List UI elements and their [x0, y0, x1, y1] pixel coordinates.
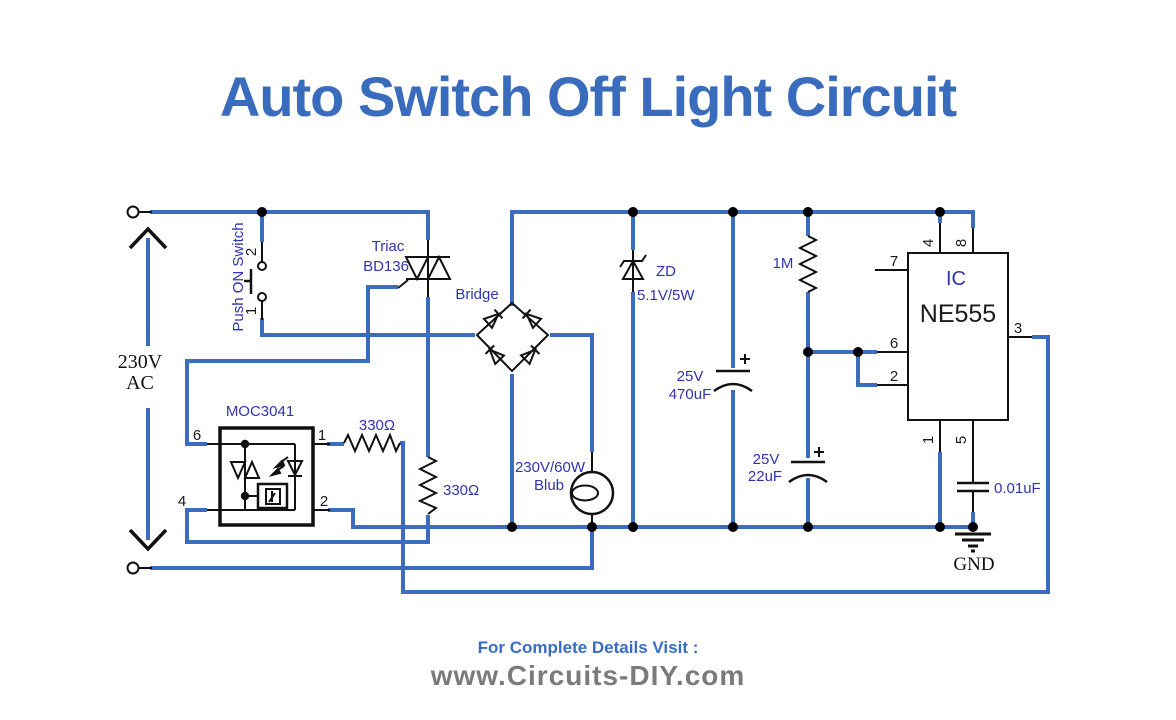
ground-symbol — [955, 532, 991, 553]
cap-c1-voltage-label: 25V — [677, 368, 704, 385]
source-type-label: AC — [126, 372, 154, 394]
triac-part-label: BD136 — [363, 258, 409, 275]
wire-bottom-rail — [328, 508, 973, 529]
wire-to-pin2 — [856, 352, 877, 387]
wire-top-right-rail — [510, 210, 975, 306]
footer: For Complete Details Visit : www.Circuit… — [0, 638, 1176, 692]
ic-pin2-label: 2 — [890, 368, 898, 385]
optocoupler-symbol — [207, 426, 330, 527]
zener-label: ZD — [656, 263, 676, 280]
bridge-label: Bridge — [455, 286, 498, 303]
resistor-r2-symbol — [417, 456, 439, 515]
components — [126, 205, 1032, 575]
ic-pin4-label: 4 — [920, 239, 937, 247]
wire-bulb-feed — [550, 333, 594, 452]
ic-pin8-label: 8 — [953, 239, 970, 247]
junction-dots — [257, 207, 978, 532]
bulb-symbol — [569, 452, 615, 527]
ic-pin3-label: 3 — [1014, 320, 1022, 337]
wire-top-left-rail — [150, 210, 430, 240]
resistor-r1-label: 330Ω — [359, 417, 395, 434]
light-arrow-icon — [268, 467, 282, 477]
ic-pin1-label: 1 — [920, 436, 937, 444]
push-switch-symbol — [244, 242, 267, 320]
ic-label: IC — [946, 268, 966, 290]
push-switch-label: Push ON Switch — [230, 222, 247, 331]
resistor-r1-symbol — [343, 432, 401, 454]
source-voltage-label: 230V — [118, 351, 163, 373]
cap-c1-value-label: 470uF — [669, 386, 712, 403]
zener-rating-label: 5.1V/5W — [637, 287, 695, 304]
ac-arrow-up-icon — [128, 226, 168, 250]
terminal-neutral — [126, 561, 140, 575]
page-title: Auto Switch Off Light Circuit — [219, 65, 957, 128]
triac-type-label: Triac — [372, 238, 405, 255]
moc-pin4-label: 4 — [178, 493, 186, 510]
footer-url: www.Circuits-DIY.com — [430, 660, 746, 691]
moc-pin1-label: 1 — [318, 427, 326, 444]
bulb-label: Blub — [534, 477, 564, 494]
ac-arrow-down-icon — [128, 528, 168, 552]
ic-ne555-symbol — [875, 223, 1032, 512]
ic-pin5-label: 5 — [953, 436, 970, 444]
wire-switch-to-bridge — [260, 318, 475, 337]
wires — [146, 210, 1050, 594]
triac-symbol — [397, 240, 452, 297]
cap-c3-symbol — [957, 481, 989, 493]
cap-c3-value-label: 0.01uF — [994, 480, 1041, 497]
cap-c1-symbol — [713, 354, 753, 393]
resistor-r2-label: 330Ω — [443, 482, 479, 499]
cap-c2-value-label: 22uF — [748, 468, 782, 485]
moc-pin6-label: 6 — [193, 427, 201, 444]
resistor-r3-symbol — [797, 235, 819, 293]
wire-output-loop — [400, 335, 1050, 594]
bulb-rating-label: 230V/60W — [515, 459, 586, 476]
ic-pin6-label: 6 — [890, 335, 898, 352]
ic-pin7-label: 7 — [890, 253, 898, 270]
light-arrow-icon — [272, 459, 286, 469]
cap-c2-voltage-label: 25V — [753, 451, 780, 468]
wire-neutral — [150, 527, 594, 570]
labels: 230V AC Push ON Switch 2 1 Triac BD136 B… — [118, 222, 1041, 575]
switch-pin1-label: 1 — [243, 307, 260, 315]
terminal-live — [126, 205, 140, 219]
ic-part-label: NE555 — [920, 300, 996, 328]
ground-label: GND — [953, 554, 994, 575]
resistor-r3-label: 1M — [773, 255, 794, 272]
footer-heading: For Complete Details Visit : — [477, 638, 699, 657]
zener-symbol — [619, 250, 647, 292]
moc-pin2-label: 2 — [320, 493, 328, 510]
wire-moc4-loop — [185, 508, 430, 544]
optocoupler-part-label: MOC3041 — [226, 403, 294, 420]
wire-gate-to-moc6 — [185, 285, 398, 446]
cap-c2-symbol — [788, 447, 828, 484]
switch-pin2-label: 2 — [243, 248, 260, 256]
bridge-rectifier-symbol — [475, 301, 550, 373]
